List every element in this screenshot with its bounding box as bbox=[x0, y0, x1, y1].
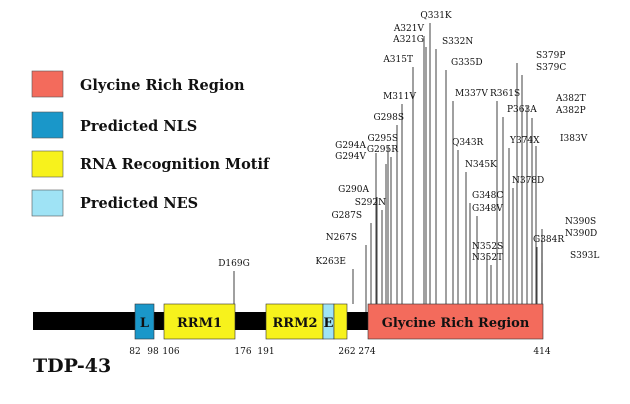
mutation-label-s379c: S379C bbox=[536, 63, 566, 73]
position-label-106: 106 bbox=[162, 347, 179, 357]
mutation-label-q343r: Q343R bbox=[452, 138, 484, 148]
mutation-label-n352t: N352T bbox=[472, 253, 503, 263]
mutation-label-s393l: S393L bbox=[570, 251, 599, 261]
domain-nes-label: E bbox=[324, 316, 334, 331]
position-label-191: 191 bbox=[257, 347, 274, 357]
mutation-label-q331k: Q331K bbox=[420, 11, 452, 21]
mutation-label-m311v: M311V bbox=[383, 92, 416, 102]
domain-rrm1 bbox=[163, 303, 236, 340]
mutation-label-i383v: I383V bbox=[560, 134, 588, 144]
legend-label-predicted-nes: Predicted NES bbox=[80, 195, 198, 212]
mutation-label-n390d: N390D bbox=[565, 229, 597, 239]
legend: Glycine Rich Region Predicted NLS RNA Re… bbox=[31, 70, 271, 217]
mutation-label-a321g: A321G bbox=[392, 35, 424, 45]
legend-label-predicted-nls: Predicted NLS bbox=[80, 118, 197, 135]
position-label-176: 176 bbox=[234, 347, 251, 357]
position-labels: 82 98 106 176 191 262 274 414 bbox=[129, 347, 551, 357]
mutation-label-m337v: M337V bbox=[455, 89, 488, 99]
mutation-label-g295s: G295S bbox=[367, 134, 398, 144]
domain-rrm2-tail bbox=[333, 303, 348, 340]
mutation-label-g294v: G294V bbox=[335, 152, 366, 162]
mutation-label-n345k: N345K bbox=[465, 160, 497, 170]
mutation-label-s379p: S379P bbox=[536, 51, 565, 61]
mutation-label-s292n: S292N bbox=[355, 198, 386, 208]
domain-glycine-rich-region-label: Glycine Rich Region bbox=[382, 316, 530, 331]
position-label-262: 262 bbox=[338, 347, 355, 357]
mutation-label-d169g: D169G bbox=[218, 259, 250, 269]
legend-label-glycine-rich-region: Glycine Rich Region bbox=[80, 77, 245, 94]
mutation-label-y374x: Y374X bbox=[509, 136, 540, 146]
mutation-label-g294a: G294A bbox=[335, 141, 366, 151]
mutation-label-g348c: G348C bbox=[472, 191, 503, 201]
domains: L RRM1 RRM2 E Glycine Rich Region bbox=[134, 303, 544, 340]
legend-swatch-glycine-rich-region bbox=[31, 70, 64, 98]
mutation-label-g348v: G348V bbox=[472, 204, 503, 214]
legend-swatch-rna-recognition-motif bbox=[31, 150, 64, 178]
mutation-label-n378d: N378D bbox=[512, 176, 544, 186]
mutation-label-g298s: G298S bbox=[373, 113, 404, 123]
position-label-414: 414 bbox=[533, 347, 550, 357]
mutation-label-g335d: G335D bbox=[451, 58, 483, 68]
mutation-label-a382t: A382T bbox=[555, 94, 586, 104]
domain-glycine-rich-region bbox=[367, 303, 544, 340]
mutation-label-a382p: A382P bbox=[555, 106, 586, 116]
mutation-label-r361s: R361S bbox=[490, 89, 520, 99]
mutation-label-g295r: G295R bbox=[367, 145, 398, 155]
legend-swatch-predicted-nls bbox=[31, 111, 64, 139]
mutation-label-a315t: A315T bbox=[382, 55, 413, 65]
mutation-label-n352s: N352S bbox=[472, 242, 503, 252]
mutation-label-n267s: N267S bbox=[326, 233, 357, 243]
mutation-leader-lines bbox=[233, 23, 543, 312]
mutation-labels: D169G K263E N267S G287S G290A S292N G294AG294V… bbox=[218, 11, 599, 269]
position-label-98: 98 bbox=[147, 347, 159, 357]
mutation-label-n390s: N390S bbox=[565, 217, 596, 227]
legend-label-rna-recognition-motif: RNA Recognition Motif bbox=[80, 156, 271, 173]
domain-nls-label: L bbox=[140, 316, 149, 331]
mutation-label-g384r: G384R bbox=[533, 235, 564, 245]
protein-name: TDP-43 bbox=[33, 355, 111, 377]
position-label-82: 82 bbox=[129, 347, 140, 357]
mutation-label-a321v: A321V bbox=[393, 24, 425, 34]
domain-rrm2-label: RRM2 bbox=[272, 316, 317, 331]
legend-swatch-predicted-nes bbox=[31, 189, 64, 217]
mutation-label-g290a: G290A bbox=[338, 185, 369, 195]
mutation-label-p363a: P363A bbox=[507, 105, 537, 115]
position-label-274: 274 bbox=[358, 347, 375, 357]
mutation-label-g287s: G287S bbox=[331, 211, 362, 221]
mutation-label-s332n: S332N bbox=[442, 37, 473, 47]
domain-nls bbox=[134, 303, 155, 340]
mutation-label-k263e: K263E bbox=[316, 257, 346, 267]
domain-rrm1-label: RRM1 bbox=[177, 316, 222, 331]
